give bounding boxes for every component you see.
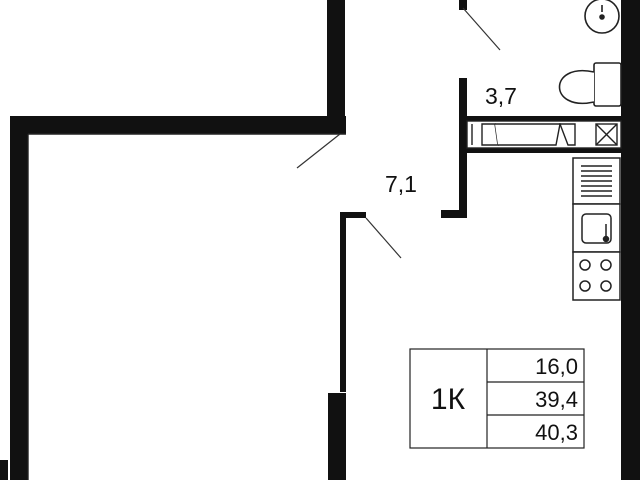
door-swing-bath xyxy=(462,7,501,51)
wall-bottom-left-stub xyxy=(0,460,8,480)
summary-box: 1К 16,0 39,4 40,3 xyxy=(409,348,585,449)
bathroom-fixtures xyxy=(558,0,622,107)
dishwasher-icon xyxy=(572,157,621,205)
toilet-icon xyxy=(558,62,622,107)
sink-icon xyxy=(584,0,620,34)
kitchen-sink-icon xyxy=(572,203,621,253)
wall-top-stub xyxy=(327,0,345,120)
room-area-hallway: 7,1 xyxy=(385,171,417,197)
door-swings xyxy=(296,7,501,259)
wall-bath-top xyxy=(459,116,621,121)
total-area-value: 39,4 xyxy=(535,387,578,412)
summary-box-frame xyxy=(409,348,585,449)
total-area-with-balcony-value: 40,3 xyxy=(535,420,578,445)
wall-room-top xyxy=(10,116,346,134)
door-swing-room xyxy=(296,133,341,169)
wall-partition-thin xyxy=(340,212,346,392)
room-outlines xyxy=(27,133,346,480)
wall-partition-cap xyxy=(340,212,366,218)
door-swing-kitchen xyxy=(365,217,402,259)
apartment-type: 1К xyxy=(431,383,466,416)
wall-top-bath-stub xyxy=(459,0,467,10)
wall-bath-bottom xyxy=(459,148,621,153)
wall-right xyxy=(621,0,640,480)
wall-partition-lower xyxy=(328,393,346,480)
stove-icon xyxy=(572,251,621,301)
living-area-value: 16,0 xyxy=(535,354,578,379)
wall-bath-cap xyxy=(441,210,467,218)
storage-strip xyxy=(466,120,622,149)
wall-left xyxy=(10,116,28,480)
kitchen-appliances xyxy=(572,157,621,301)
room-area-bathroom: 3,7 xyxy=(485,83,517,109)
